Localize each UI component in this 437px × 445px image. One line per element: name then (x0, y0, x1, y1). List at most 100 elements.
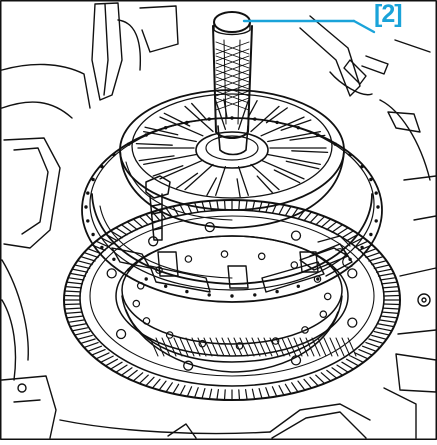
gear-tooth (309, 376, 319, 387)
hatch-line (155, 337, 165, 357)
finger-slot (191, 102, 208, 121)
gear-tooth (309, 213, 319, 224)
flange-dot (86, 219, 90, 223)
callout-leader (242, 19, 376, 34)
gear-tooth (376, 268, 393, 273)
hatch-line (275, 337, 285, 357)
diaphragm-finger (250, 105, 280, 133)
gear-tooth (265, 387, 270, 399)
gear-tooth (382, 286, 400, 289)
hatch-line (323, 337, 333, 357)
flange-dot (374, 191, 378, 195)
hatch-line (269, 337, 279, 357)
hatch-line (221, 337, 231, 357)
finger-slot (291, 150, 329, 154)
gear-tooth (291, 382, 299, 393)
gear-tooth (341, 230, 354, 239)
disc-rivet (220, 250, 229, 258)
gear-tooth (379, 277, 397, 281)
gear-tooth (126, 221, 138, 231)
finger-slot (163, 112, 191, 127)
disc-rivet (323, 292, 332, 301)
gear-tooth (381, 315, 398, 319)
gear-tooth (71, 268, 89, 273)
finger-slot (256, 175, 273, 194)
finger-slot (236, 178, 241, 198)
flange-dot (348, 153, 352, 157)
gear-tooth (194, 387, 199, 399)
gear-tooth (358, 349, 373, 356)
gear-tooth (158, 380, 167, 391)
gear-tooth (376, 327, 393, 332)
disc-rivet (142, 317, 151, 325)
gear-tooth (151, 378, 161, 389)
gear-tooth (109, 361, 123, 370)
gear-tooth (69, 323, 87, 328)
gear-tooth (138, 215, 149, 226)
disc-rivet (257, 252, 266, 261)
hatch-line (293, 337, 303, 357)
hatch-line (305, 337, 315, 357)
gear-tooth (223, 199, 226, 211)
hatch-line (191, 337, 201, 357)
gear-tooth (83, 342, 99, 348)
flange-dot (144, 133, 148, 137)
gear-tooth (258, 201, 263, 212)
flange-dot (275, 289, 279, 294)
gear-tooth (245, 389, 248, 401)
gear-tooth (315, 215, 326, 226)
gear-tooth (79, 256, 96, 262)
flange-dot (207, 117, 211, 121)
flange-dot (230, 116, 234, 120)
knurl-line (215, 48, 250, 62)
hatch-line (245, 337, 255, 357)
gear-tooth (67, 319, 85, 323)
diaphragm-finger (184, 163, 214, 191)
gear-tooth (331, 224, 344, 233)
flange-dot (360, 245, 364, 250)
hatch-line (227, 337, 237, 357)
gear-tooth (278, 204, 285, 215)
hatch-line (281, 337, 291, 357)
gear-tooth (341, 361, 354, 370)
diaphragm-finger (267, 130, 321, 143)
gear-tooth (373, 264, 390, 269)
flange-dot (100, 164, 104, 169)
gear-tooth (377, 272, 395, 277)
hatch-line (179, 337, 189, 357)
gear-tooth (145, 376, 155, 387)
hatch-line (299, 337, 309, 357)
hatch-line (329, 337, 339, 357)
gear-tooth (63, 294, 81, 297)
flange-dot (230, 294, 234, 298)
gear-tooth (354, 352, 369, 360)
hatch-line (167, 337, 177, 357)
gear-tooth (63, 303, 81, 306)
gear-tooth (132, 218, 144, 228)
disc-rivet (184, 255, 193, 263)
finger-slot (206, 177, 217, 196)
flange-dot (91, 177, 95, 182)
gear-tooth (115, 364, 128, 373)
flange-dot (112, 153, 116, 157)
diaphragm-finger (159, 159, 204, 180)
gear-tooth (201, 388, 206, 399)
disc-rivet (271, 337, 280, 345)
gear-tooth (71, 327, 89, 332)
gear-tooth (74, 331, 91, 336)
hatch-line (287, 337, 297, 357)
flange-dot (316, 277, 320, 281)
gear-tooth (379, 319, 397, 323)
flange-dot (127, 142, 131, 146)
diaphragm-finger (237, 166, 249, 196)
hatch-line (341, 337, 351, 357)
gear-tooth (326, 369, 338, 379)
hatch-line (215, 337, 225, 357)
gear-tooth (126, 369, 138, 379)
clutch-disc (115, 235, 357, 373)
centering-mandrel (212, 11, 253, 156)
gear-tooth (64, 307, 82, 310)
gear-tooth (64, 286, 83, 289)
hatch-line (251, 337, 261, 357)
